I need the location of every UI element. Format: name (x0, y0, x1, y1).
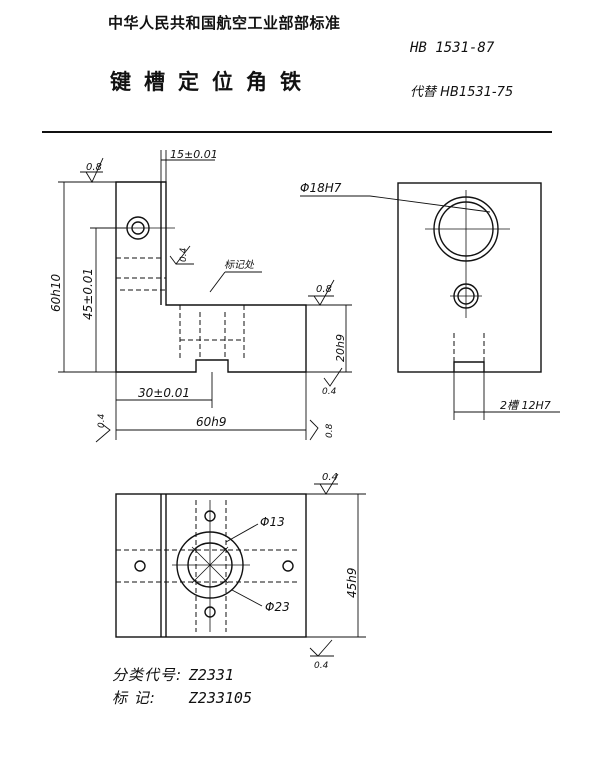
side-view: Φ18H7 2槽 12H7 (300, 181, 560, 420)
roughness-bottom-right: 0.4 (322, 387, 337, 397)
dim-top-width: 15±0.01 (170, 148, 218, 161)
dim-total-height: 60h10 (49, 273, 63, 312)
plan-screw-right (282, 560, 294, 572)
dim-plan-height: 45h9 (345, 567, 359, 598)
dim-slot: 2槽 12H7 (500, 399, 551, 412)
side-slot (453, 361, 485, 372)
document-title: 键槽定位角铁 (110, 69, 314, 94)
organization-heading: 中华人民共和国航空工业部部标准 (108, 14, 341, 32)
dim-plan-large-dia: Φ23 (265, 600, 290, 614)
dim-base-width: 60h9 (196, 415, 227, 429)
classification-row: 分类代号: Z2331 (112, 664, 234, 685)
dim-hole-offset: 30±0.01 (138, 386, 190, 400)
plan-view: Φ13 Φ23 0.4 45h9 0.4 (115, 472, 366, 671)
plan-screw-top (204, 510, 216, 522)
front-view-outline (115, 181, 307, 373)
roughness-plan-bottom: 0.4 (314, 661, 329, 671)
dim-bore-dia: Φ18H7 (300, 181, 342, 195)
side-view-outline (397, 182, 542, 373)
mark-row: 标 记: Z233105 (112, 687, 252, 708)
front-view: 15±0.01 0.8 60h10 45±0.01 0.4 标记处 0.8 20… (49, 148, 352, 443)
roughness-upright: 0.4 (179, 247, 189, 262)
plan-view-outline (115, 493, 307, 638)
roughness-bottom: 0.8 (325, 423, 335, 438)
mark-code: Z233105 (188, 689, 252, 707)
front-hidden-lines (116, 257, 245, 360)
plan-screw-left (134, 560, 146, 572)
mark-label: 标 记: (112, 689, 156, 707)
header-rule (42, 131, 552, 133)
roughness-right: 0.8 (316, 284, 332, 295)
standard-number: HB 1531-87 (410, 40, 495, 56)
roughness-plan-top: 0.4 (322, 472, 338, 483)
roughness-left: 0.4 (97, 413, 107, 428)
replaces-standard: 代替 HB1531-75 (410, 85, 514, 100)
plan-screw-bottom (204, 606, 216, 618)
dim-hole-height: 45±0.01 (81, 268, 95, 320)
roughness-top: 0.8 (86, 162, 102, 173)
dim-base-height: 20h9 (334, 334, 347, 362)
classification-code: Z2331 (188, 666, 234, 684)
dim-plan-small-dia: Φ13 (260, 515, 285, 529)
classification-label: 分类代号: (112, 666, 183, 684)
note-mark-location: 标记处 (224, 259, 255, 271)
